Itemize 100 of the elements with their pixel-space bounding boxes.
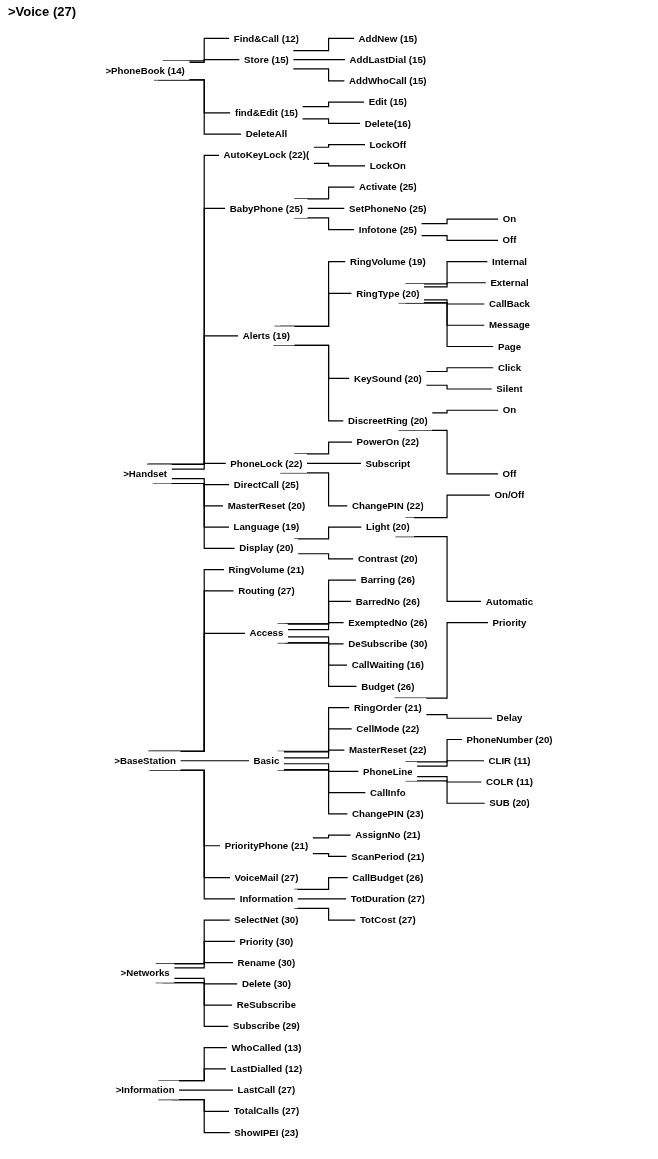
connector — [404, 780, 486, 804]
connector — [306, 207, 346, 209]
node-text: AutoKeyLock (22)( — [223, 149, 310, 161]
connector — [173, 977, 239, 985]
node-text: Priority — [492, 616, 527, 629]
connector — [283, 763, 360, 772]
connector — [313, 162, 366, 167]
connector — [420, 218, 499, 225]
node-text: PriorityPhone (21) — [224, 839, 309, 852]
node-text: PowerOn (22) — [356, 436, 420, 448]
node-text: DeleteAll — [245, 128, 288, 140]
node-text: Budget (26) — [361, 680, 415, 692]
connector — [313, 144, 366, 148]
node-text: On/Off — [494, 489, 525, 501]
node-text: CallInfo — [370, 786, 406, 799]
node-text: DeSubscribe (30) — [348, 638, 428, 650]
node-text: Subscribe (29) — [233, 1020, 300, 1032]
connector — [287, 622, 345, 631]
connector — [425, 713, 493, 719]
connector — [393, 622, 489, 699]
node-text: Activate (25) — [359, 181, 417, 193]
connector — [416, 760, 485, 767]
node-text: LockOff — [369, 138, 407, 151]
node-text: Language (19) — [233, 521, 300, 533]
connector — [283, 728, 353, 753]
connector — [292, 59, 346, 61]
node-text: ChangePIN (22) — [352, 500, 424, 512]
node-text: Off — [502, 234, 517, 246]
connector — [423, 299, 486, 305]
node-text: LastCall (27) — [237, 1084, 296, 1096]
connector — [306, 462, 362, 464]
node-text: MasterReset (22) — [349, 744, 427, 756]
node-text: SetPhoneNo (25) — [349, 202, 427, 214]
node-text: Off — [502, 468, 517, 480]
connector — [420, 235, 499, 241]
connector — [301, 118, 361, 125]
connector — [425, 367, 495, 373]
connector — [431, 409, 499, 414]
menu-label: >Voice (27) — [8, 4, 77, 19]
node-text: Subscript — [365, 457, 411, 469]
connector — [296, 898, 347, 900]
node-text: ExemptedNo (26) — [348, 616, 428, 629]
node-text: External — [490, 277, 529, 289]
node-text: AddWhoCall (15) — [349, 75, 427, 87]
node-text: CLIR (11) — [488, 754, 531, 767]
node-text: Store (15) — [244, 53, 289, 66]
connector — [301, 101, 365, 108]
node-text: CallWaiting (16) — [351, 659, 424, 671]
node-text: Message — [489, 319, 530, 331]
node-text: SelectNet (30) — [234, 914, 299, 926]
node-text: ReSubscribe — [236, 999, 297, 1011]
connector — [292, 37, 355, 52]
node-text: Edit (15) — [368, 96, 407, 108]
connector — [312, 853, 348, 857]
connector — [283, 749, 346, 759]
node-text: AddLastDial (15) — [349, 53, 427, 66]
connector — [293, 217, 355, 231]
node-text: CallBack — [489, 298, 530, 310]
connector — [416, 776, 483, 783]
node-text: TotCost (27) — [359, 914, 416, 926]
node-text: ScanPeriod (21) — [351, 850, 425, 862]
connector — [283, 769, 367, 794]
node-text: Delete(16) — [364, 117, 411, 129]
connector — [312, 834, 352, 839]
node-text: find&Edit (15) — [234, 107, 298, 119]
node-text: CellMode (22) — [356, 723, 420, 735]
connector — [178, 1089, 234, 1091]
connector — [188, 59, 241, 63]
node-text: RingVolume (21) — [228, 563, 305, 575]
node-text: Page — [497, 340, 522, 352]
node-text: SUB (20) — [489, 797, 530, 809]
connector — [173, 962, 234, 969]
connector — [292, 68, 346, 82]
node-text: Delete (30) — [241, 978, 291, 990]
node-text: ShowIPEI (23) — [234, 1126, 299, 1138]
node-text: Find&Call (12) — [233, 32, 299, 44]
connector — [170, 462, 227, 470]
node-text: On — [502, 213, 517, 225]
node-text: Automatic — [485, 595, 534, 607]
node-text: Infotone (25) — [358, 223, 417, 236]
connector — [425, 384, 493, 390]
node-text: DirectCall (25) — [233, 478, 299, 490]
node-text: BarredNo (26) — [355, 595, 420, 607]
node-text: PhoneNumber (20) — [466, 733, 553, 745]
node-text: LockOn — [369, 160, 406, 172]
connector — [287, 636, 345, 645]
connector — [170, 478, 230, 486]
node-text: RingVolume (19) — [349, 255, 426, 267]
node-text: COLR (11) — [486, 776, 533, 788]
connector — [297, 553, 355, 560]
node-text: Silent — [496, 383, 523, 395]
node-text: Display (20) — [239, 542, 294, 554]
node-text: On — [502, 404, 517, 416]
node-text: Click — [497, 361, 522, 374]
node-text: Rename (30) — [237, 956, 296, 968]
node-text: AddNew (15) — [358, 32, 418, 44]
node-text: VoiceMail (27) — [234, 871, 299, 884]
node-text: TotalCalls (27) — [233, 1105, 300, 1117]
connector — [179, 760, 250, 762]
node-text: CallBudget (26) — [352, 871, 424, 884]
